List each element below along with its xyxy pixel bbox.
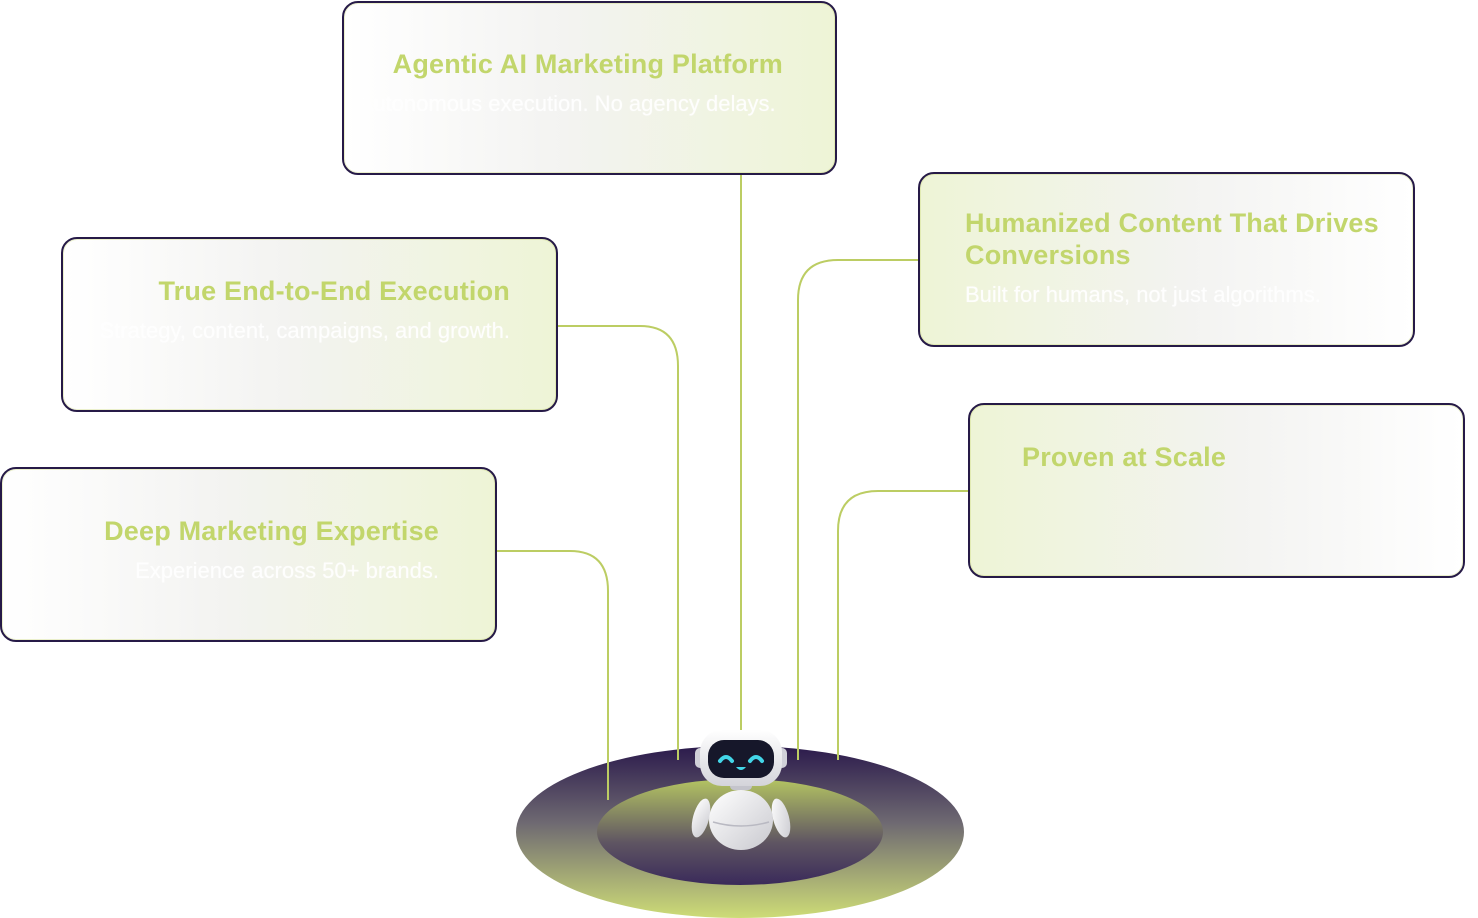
card-title: Agentic AI Marketing Platform <box>392 49 783 79</box>
card-subtitle: Built for humans, not just algorithms. <box>965 282 1321 307</box>
card-proven-at-scale: Proven at Scale <box>968 403 1465 578</box>
card-subtitle: Autonomous execution. No agency delays. <box>358 91 776 116</box>
card-agentic-ai-platform: Agentic AI Marketing Platform Autonomous… <box>342 1 837 175</box>
card-title: Deep Marketing Expertise <box>104 516 439 546</box>
card-subtitle: Strategy, content, campaigns, and growth… <box>99 318 511 343</box>
robot-mascot-icon <box>691 730 791 850</box>
connector-expertise <box>497 550 609 800</box>
card-humanized-content: Humanized Content That Drives Conversion… <box>918 172 1415 347</box>
card-end-to-end-execution: True End-to-End Execution Strategy, cont… <box>61 237 558 412</box>
connector-humanized <box>797 259 918 760</box>
connector-proven <box>837 490 968 760</box>
connector-endtoend <box>558 325 679 760</box>
card-subtitle: Experience across 50+ brands. <box>135 558 439 583</box>
card-title: Humanized Content That Drives Conversion… <box>965 208 1379 270</box>
card-title: Proven at Scale <box>1022 442 1227 472</box>
card-deep-marketing-expertise: Deep Marketing Expertise Experience acro… <box>0 467 497 642</box>
card-title: True End-to-End Execution <box>158 276 510 306</box>
